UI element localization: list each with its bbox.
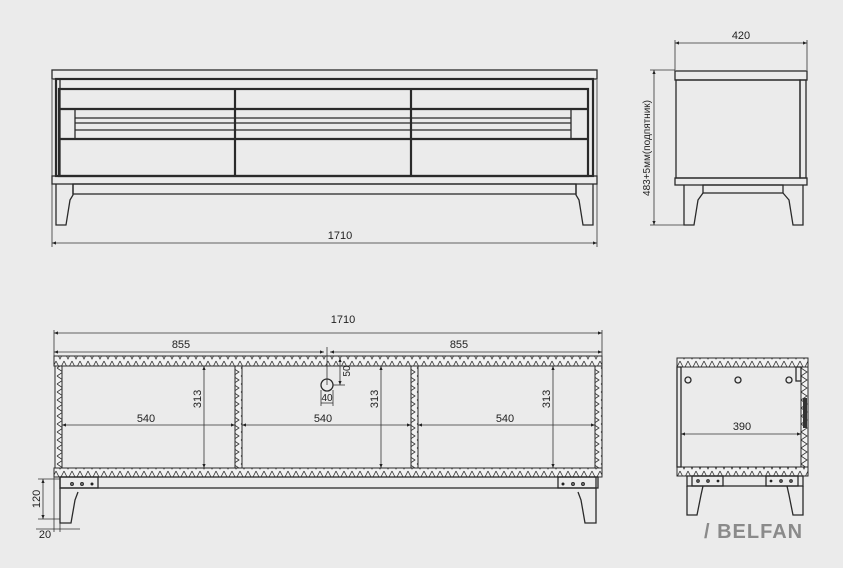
shelf-hole xyxy=(684,376,692,384)
side-view: 420 483+5мм(подпятник) xyxy=(642,30,808,226)
side-section: 390 xyxy=(676,357,809,516)
total-width-label: 1710 xyxy=(331,314,355,326)
depth-dimension-label: 420 xyxy=(732,30,750,42)
side-wall xyxy=(676,366,682,468)
leg-right xyxy=(575,184,594,226)
shelf-hole xyxy=(734,376,742,384)
top-panel xyxy=(674,70,808,81)
bracket-left xyxy=(59,476,99,489)
half-width-left-label: 855 xyxy=(172,339,190,351)
inner-height-label: 313 xyxy=(192,390,204,408)
cabinet-body xyxy=(54,77,595,178)
side-wall-right xyxy=(594,365,603,469)
leg-left xyxy=(55,184,74,226)
inner-width-label: 540 xyxy=(496,413,514,425)
hole-diameter-label: 40 xyxy=(321,393,333,404)
front-section: 40 50 1710 855 855 313 313 313 540 540 5… xyxy=(31,314,603,541)
back-rebate xyxy=(795,366,802,382)
inner-height-label: 313 xyxy=(541,390,553,408)
inner-width-label: 540 xyxy=(137,413,155,425)
half-width-right-label: 855 xyxy=(450,339,468,351)
skirt xyxy=(59,476,599,489)
bracket-right xyxy=(557,476,597,489)
leg-offset-label: 20 xyxy=(39,529,51,541)
top-panel xyxy=(51,69,598,80)
leg-back xyxy=(782,185,804,226)
inner-height-label: 313 xyxy=(369,390,381,408)
side-body xyxy=(675,79,801,179)
back-insert xyxy=(803,398,807,428)
bracket xyxy=(765,475,799,487)
top-panel-section xyxy=(676,357,809,368)
front-view: 1710 xyxy=(51,69,598,247)
inner-width-label: 540 xyxy=(314,413,332,425)
bottom-panel-section xyxy=(676,466,809,477)
base-panel xyxy=(51,175,598,185)
leg-left xyxy=(59,488,79,524)
bracket xyxy=(691,475,724,487)
drawer-frame xyxy=(57,87,590,178)
skirt xyxy=(702,184,784,194)
top-panel-section xyxy=(53,355,603,367)
skirt xyxy=(686,475,804,487)
skirt xyxy=(72,183,577,195)
divider-section xyxy=(234,365,243,469)
side-wall-left xyxy=(54,365,63,469)
leg-front xyxy=(686,485,704,516)
bottom-panel-section xyxy=(53,467,603,478)
leg-back xyxy=(786,485,804,516)
leg-front xyxy=(683,185,704,226)
back-panel xyxy=(799,79,807,179)
shelf-hole xyxy=(785,376,793,384)
inner-depth-label: 390 xyxy=(733,421,751,433)
width-dimension-label: 1710 xyxy=(328,230,352,242)
leg-right xyxy=(577,488,597,524)
hole-offset-label: 50 xyxy=(342,365,353,377)
divider-section xyxy=(410,365,419,469)
height-dimension-label: 483+5мм(подпятник) xyxy=(642,100,653,196)
leg-height-label: 120 xyxy=(31,490,43,508)
base-panel xyxy=(674,177,808,186)
brand-logo: / BELFAN xyxy=(704,521,803,543)
